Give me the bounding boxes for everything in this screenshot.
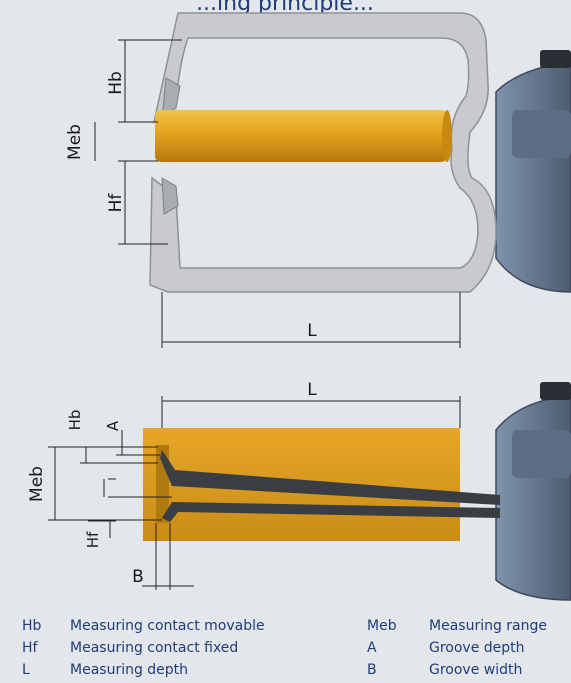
caliper-diagram: ...ing principle... Hb Meb Hf [27, 0, 571, 601]
cylinder-end [442, 110, 452, 162]
legend-desc: Measuring contact movable [70, 618, 265, 634]
legend-desc: Groove width [429, 662, 523, 678]
legend-abbr: Meb [367, 618, 397, 634]
gauge-body-bottom [495, 395, 571, 601]
bottom-label-hb: Hb [66, 410, 84, 431]
legend-abbr: A [367, 640, 377, 656]
gauge-display-bottom [512, 430, 571, 478]
gauge-display-top [512, 110, 571, 158]
top-dimensions [94, 39, 461, 348]
header-title: ...ing principle... [196, 0, 374, 16]
legend-abbr: B [367, 662, 377, 678]
fixed-contact [161, 177, 179, 215]
bottom-dimensions [48, 396, 461, 590]
legend: Hb Measuring contact movable Hf Measurin… [0, 618, 571, 683]
legend-abbr: L [22, 662, 30, 678]
movable-contact [161, 77, 181, 120]
legend-desc: Groove depth [429, 640, 525, 656]
legend-desc: Measuring contact fixed [70, 640, 239, 656]
bottom-label-hf: Hf [84, 531, 102, 548]
top-diagram: Hb Meb Hf L [65, 12, 571, 348]
bottom-label-b: B [132, 567, 144, 587]
legend-abbr: Hb [22, 618, 42, 634]
legend-desc: Measuring depth [70, 662, 189, 678]
bottom-label-meb: Meb [27, 466, 47, 502]
bottom-label-l: L [307, 380, 317, 400]
gauge-body-top [495, 61, 571, 293]
gauge-button-top [540, 50, 571, 68]
bottom-diagram: L Hb A Meb Hf B [27, 380, 571, 601]
bottom-label-a: A [104, 420, 122, 431]
caliper-frame [149, 12, 497, 293]
top-label-meb: Meb [65, 124, 85, 160]
gauge-button-bottom [540, 382, 571, 400]
legend-abbr: Hf [22, 640, 38, 656]
workpiece-cylinder [155, 110, 447, 162]
legend-desc: Measuring range [429, 618, 548, 634]
top-label-hf: Hf [106, 193, 126, 213]
probe-arm-lower [162, 502, 500, 522]
top-label-l: L [307, 321, 317, 341]
probe-arm-upper [160, 450, 500, 505]
top-label-hb: Hb [106, 71, 126, 95]
